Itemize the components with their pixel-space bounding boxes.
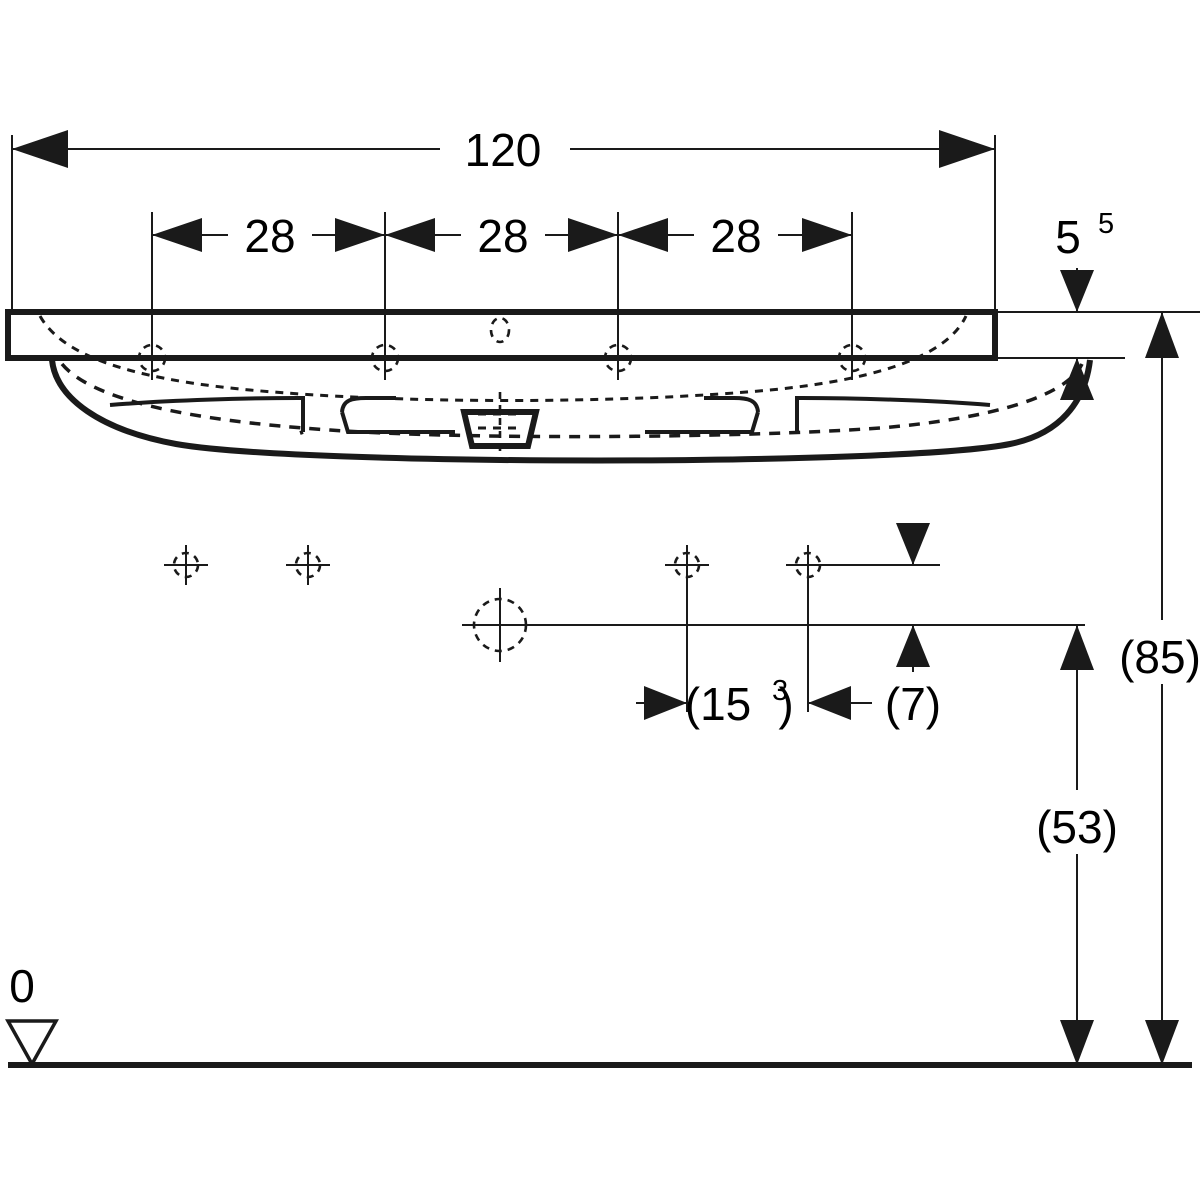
dim-label-15-main: (15	[685, 678, 751, 730]
floor-datum-triangle-icon	[5, 1019, 59, 1068]
basin-body-group	[5, 309, 1093, 464]
dim-label-7: (7)	[885, 678, 941, 730]
arrowhead-rim-top-down	[1060, 270, 1094, 312]
right-recess-bottom	[645, 411, 760, 434]
right-undershelf-line	[795, 396, 991, 432]
arrowhead-7-down	[896, 523, 930, 565]
arrowhead-28b-left	[385, 218, 435, 252]
left-undershelf-inner	[299, 430, 304, 435]
dim-label-53: (53)	[1036, 801, 1118, 853]
dimension-mounting-height-85: (85)	[1108, 312, 1200, 1065]
dimension-overall-width: 120	[12, 118, 995, 176]
label-gap-28-b	[461, 206, 545, 260]
label-gap-85	[1108, 620, 1200, 684]
arrowhead-120-left	[12, 130, 68, 168]
arrowhead-rim-bottom-up	[1060, 358, 1094, 400]
dim-label-15-close: )	[778, 678, 793, 730]
arrowhead-7-up	[896, 625, 930, 667]
waste-outlet-outline	[460, 409, 540, 449]
dim-label-rim-thickness: 5	[1055, 211, 1081, 263]
arrowhead-28a-left	[152, 218, 202, 252]
basin-rim-outline	[5, 309, 998, 361]
label-gap-53	[1020, 790, 1138, 854]
arrowhead-53-down	[1060, 1020, 1094, 1065]
dim-label-floor-datum: 0	[9, 960, 35, 1012]
label-gap-120	[440, 118, 570, 174]
arrowhead-28b-right	[568, 218, 618, 252]
left-inner-recess	[340, 396, 396, 413]
dim-label-rim-thickness-superscript: 5	[1098, 208, 1114, 240]
left-recess-bottom	[340, 411, 455, 434]
dim-label-15-superscript: 3	[772, 675, 788, 707]
dimension-waste-offset-7: (7)	[885, 523, 941, 730]
dim-label-120: 120	[465, 124, 542, 176]
arrowhead-15-right-out	[808, 686, 851, 720]
dim-label-28-a: 28	[244, 210, 295, 262]
right-inner-recess	[704, 396, 760, 413]
waste-pipe-center-mark	[462, 588, 538, 662]
lower-center-marks-group	[164, 545, 830, 662]
floor-datum-group: 0	[5, 960, 1192, 1068]
waste-outlet-hidden-bore	[478, 412, 522, 430]
arrowhead-85-down	[1145, 1020, 1179, 1065]
dimension-drain-height-53: (53)	[1020, 625, 1138, 1065]
bowl-floor-hidden-curve	[60, 362, 1084, 439]
arrowhead-28c-right	[802, 218, 852, 252]
dim-label-28-b: 28	[477, 210, 528, 262]
label-gap-28-c	[694, 206, 778, 260]
dimension-trap-offset-15: (15 3 )	[636, 675, 872, 730]
arrowhead-85-up	[1145, 312, 1179, 358]
arrowhead-53-up	[1060, 625, 1094, 670]
dimension-rim-thickness: 5 5	[1055, 208, 1114, 402]
dim-label-28-c: 28	[710, 210, 761, 262]
fixing-mark-left-2	[286, 545, 330, 585]
bowl-inner-hidden-edge	[38, 315, 968, 402]
arrowhead-15-left-out	[644, 686, 687, 720]
extension-lines-group	[11, 135, 1200, 372]
basin-underside-outline	[49, 359, 1093, 464]
overflow-hole-marker	[489, 316, 511, 344]
arrowhead-28a-right	[335, 218, 385, 252]
label-gap-28-a	[228, 206, 312, 260]
reference-lines-group	[538, 564, 1085, 712]
arrowhead-120-right	[939, 130, 995, 168]
dimension-tap-spacings: 28 28 28	[152, 206, 852, 262]
fixing-mark-left-1	[164, 545, 208, 585]
left-undershelf-line	[109, 396, 305, 432]
dim-label-85: (85)	[1119, 631, 1200, 683]
arrowhead-28c-left	[618, 218, 668, 252]
